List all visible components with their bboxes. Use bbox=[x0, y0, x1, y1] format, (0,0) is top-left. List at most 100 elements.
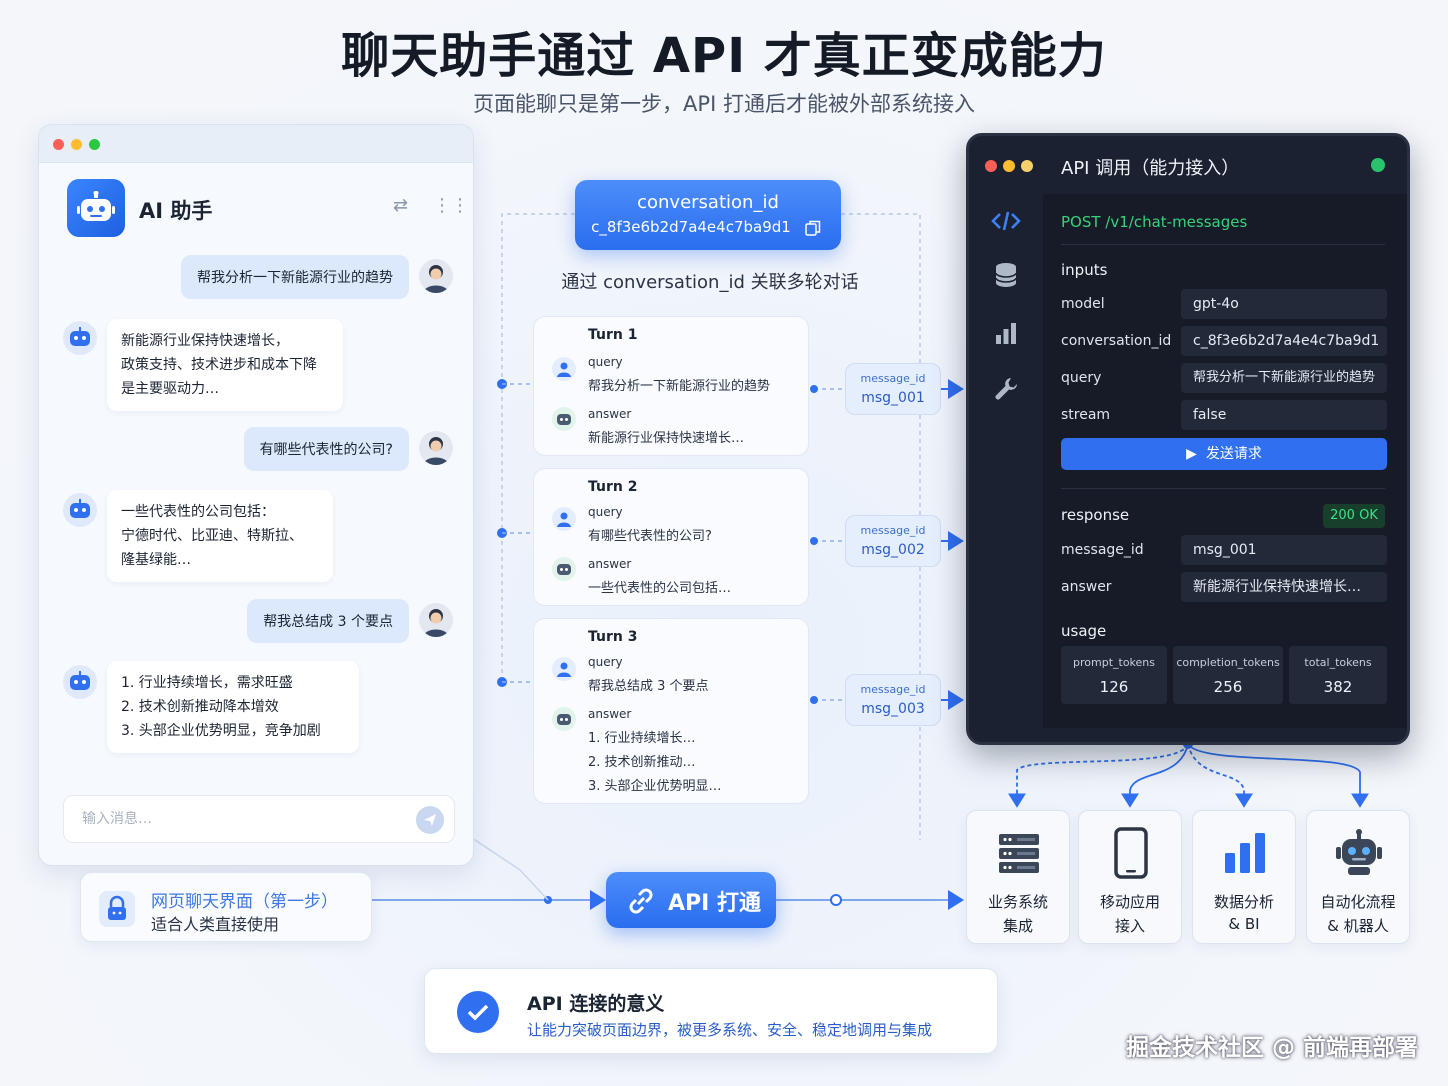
page-subtitle: 页面能聊只是第一步，API 打通后才能被外部系统接入 bbox=[473, 92, 975, 116]
turn-title: Turn 2 bbox=[588, 479, 638, 495]
bot-avatar bbox=[63, 665, 97, 699]
database-icon[interactable] bbox=[991, 260, 1021, 290]
query-text: 有哪些代表性的公司? bbox=[588, 529, 712, 544]
usage-label: usage bbox=[1061, 622, 1107, 640]
query-text: 帮我总结成 3 个要点 bbox=[588, 679, 709, 694]
field-label: stream bbox=[1061, 407, 1111, 423]
meaning-desc: 让能力突破页面边界，被更多系统、安全、稳定地调用与集成 bbox=[527, 1021, 933, 1039]
conversation-caption: 通过 conversation_id 关联多轮对话 bbox=[561, 272, 859, 293]
api-endpoint: POST /v1/chat-messages bbox=[1061, 213, 1248, 231]
answer-text: 一些代表性的公司包括… bbox=[588, 581, 732, 596]
minimize-dot[interactable] bbox=[71, 139, 82, 150]
api-sidebar bbox=[969, 194, 1043, 742]
bot-icon bbox=[552, 557, 576, 581]
user-avatar bbox=[419, 603, 453, 637]
user-icon bbox=[552, 507, 576, 531]
send-button[interactable] bbox=[416, 806, 444, 834]
query-text: 帮我分析一下新能源行业的趋势 bbox=[588, 379, 771, 394]
play-icon: ▶ bbox=[1186, 446, 1197, 462]
message-input[interactable] bbox=[64, 796, 364, 842]
user-icon bbox=[552, 357, 576, 381]
conversation-id-pill: conversation_id c_8f3e6b2d7a4e4c7ba9d1 bbox=[575, 180, 841, 250]
chat-title: AI 助手 bbox=[139, 199, 213, 223]
model-field[interactable]: gpt-4o bbox=[1181, 289, 1387, 319]
lock-icon bbox=[99, 891, 135, 927]
web-chat-card: 网页聊天界面（第一步） 适合人类直接使用 bbox=[80, 872, 372, 942]
answer-text: 1. 行业持续增长… bbox=[588, 731, 696, 746]
turn-title: Turn 3 bbox=[588, 629, 638, 645]
minimize-dot[interactable] bbox=[1003, 160, 1015, 172]
turn-card: Turn 1 query 帮我分析一下新能源行业的趋势 answer 新能源行业… bbox=[533, 316, 809, 456]
robot-icon bbox=[1329, 825, 1389, 881]
message-id-field: msg_001 bbox=[1181, 535, 1387, 565]
close-dot[interactable] bbox=[985, 160, 997, 172]
web-card-desc: 适合人类直接使用 bbox=[151, 915, 280, 934]
status-badge: 200 OK bbox=[1323, 504, 1385, 528]
user-avatar bbox=[419, 259, 453, 293]
check-icon bbox=[457, 991, 499, 1033]
mobile-icon bbox=[1101, 825, 1161, 881]
user-message: 有哪些代表性的公司? bbox=[243, 427, 409, 471]
answer-label: answer bbox=[588, 557, 632, 571]
bar-chart-icon[interactable] bbox=[991, 318, 1021, 348]
send-request-button[interactable]: ▶ 发送请求 bbox=[1061, 438, 1387, 470]
response-label: response bbox=[1061, 506, 1130, 524]
turn-title: Turn 1 bbox=[588, 327, 638, 343]
usage-box: total_tokens 382 bbox=[1289, 646, 1387, 704]
status-led bbox=[1371, 158, 1385, 172]
server-icon bbox=[989, 825, 1049, 881]
watermark: 掘金技术社区 @ 前端再部署 bbox=[1125, 1035, 1418, 1061]
switch-icon[interactable]: ⇄ bbox=[393, 195, 409, 216]
answer-text: 新能源行业保持快速增长… bbox=[588, 431, 745, 446]
answer-text: 3. 头部企业优势明显… bbox=[588, 779, 722, 794]
destination-card: 数据分析 & BI bbox=[1192, 810, 1296, 944]
destination-card: 业务系统 集成 bbox=[966, 810, 1070, 944]
api-window: API 调用（能力接入） POST /v1/chat-messages inpu… bbox=[966, 133, 1410, 745]
answer-text: 2. 技术创新推动… bbox=[588, 755, 696, 770]
field-label: answer bbox=[1061, 579, 1112, 595]
destination-card: 自动化流程 & 机器人 bbox=[1306, 810, 1410, 944]
more-icon[interactable]: ⋮⋮ bbox=[433, 195, 469, 216]
user-icon bbox=[552, 657, 576, 681]
query-field[interactable]: 帮我分析一下新能源行业的趋势 bbox=[1181, 363, 1387, 393]
api-connect-button[interactable]: API 打通 bbox=[606, 872, 776, 928]
web-card-title: 网页聊天界面（第一步） bbox=[151, 892, 338, 912]
turn-card: Turn 2 query 有哪些代表性的公司? answer 一些代表性的公司包… bbox=[533, 468, 809, 606]
message-input-box bbox=[63, 795, 455, 843]
maximize-dot[interactable] bbox=[89, 139, 100, 150]
turn-card: Turn 3 query 帮我总结成 3 个要点 answer 1. 行业持续增… bbox=[533, 618, 809, 804]
api-meaning-card: API 连接的意义 让能力突破页面边界，被更多系统、安全、稳定地调用与集成 bbox=[424, 968, 998, 1054]
send-icon bbox=[424, 814, 436, 826]
field-label: conversation_id bbox=[1061, 333, 1172, 349]
stream-field[interactable]: false bbox=[1181, 400, 1387, 430]
answer-label: answer bbox=[588, 707, 632, 721]
window-titlebar bbox=[39, 125, 473, 163]
meaning-title: API 连接的意义 bbox=[527, 993, 665, 1015]
query-label: query bbox=[588, 655, 623, 669]
answer-field: 新能源行业保持快速增长… bbox=[1181, 572, 1387, 602]
message-id-badge: message_id msg_003 bbox=[845, 674, 941, 726]
maximize-dot[interactable] bbox=[1021, 160, 1033, 172]
page-title: 聊天助手通过 API 才真正变成能力 bbox=[341, 28, 1107, 84]
bot-message: 1. 行业持续增长，需求旺盛 2. 技术创新推动降本增效 3. 头部企业优势明显… bbox=[107, 661, 359, 753]
copy-icon[interactable] bbox=[805, 220, 821, 236]
code-icon[interactable] bbox=[991, 206, 1021, 236]
bot-icon bbox=[552, 707, 576, 731]
conversation-id-value: c_8f3e6b2d7a4e4c7ba9d1 bbox=[591, 218, 791, 236]
usage-box: prompt_tokens 126 bbox=[1061, 646, 1167, 704]
destination-card: 移动应用 接入 bbox=[1078, 810, 1182, 944]
close-dot[interactable] bbox=[53, 139, 64, 150]
conversation-id-field[interactable]: c_8f3e6b2d7a4e4c7ba9d1 bbox=[1181, 326, 1387, 356]
bot-avatar bbox=[63, 321, 97, 355]
user-message: 帮我分析一下新能源行业的趋势 bbox=[181, 255, 409, 299]
wrench-icon[interactable] bbox=[991, 374, 1021, 404]
field-label: message_id bbox=[1061, 542, 1144, 558]
inputs-label: inputs bbox=[1061, 261, 1108, 279]
query-label: query bbox=[588, 505, 623, 519]
query-label: query bbox=[588, 355, 623, 369]
user-message: 帮我总结成 3 个要点 bbox=[247, 599, 409, 643]
bot-icon bbox=[552, 407, 576, 431]
field-label: model bbox=[1061, 296, 1105, 312]
robot-icon bbox=[67, 179, 125, 237]
